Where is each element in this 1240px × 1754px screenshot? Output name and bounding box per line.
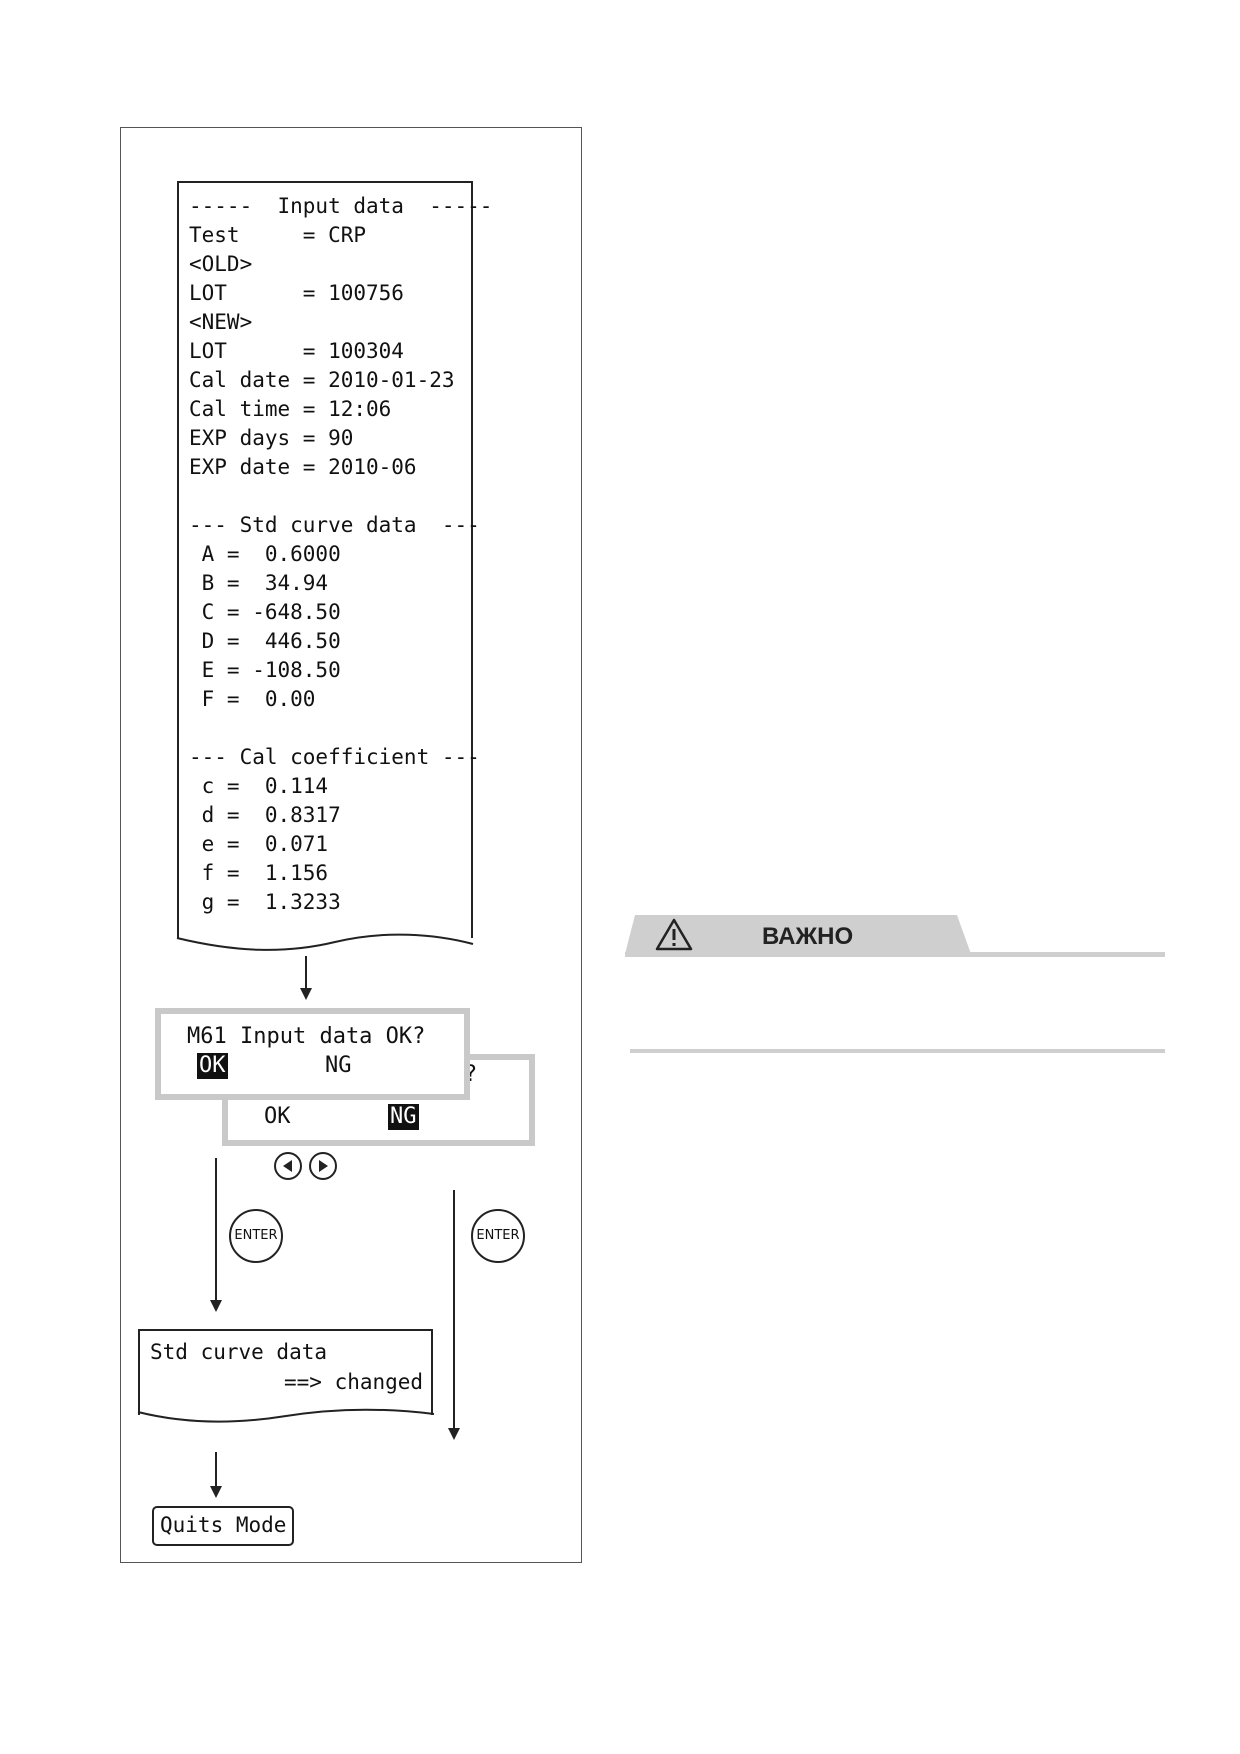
enter-key-icon-left: ENTER — [229, 1209, 283, 1263]
printout-line: <OLD> — [189, 252, 253, 276]
printout-line: Cal date = 2010-01-23 — [189, 368, 455, 392]
printout-paper: ----- Input data ----- Test = CRP <OLD> LOT… — [177, 181, 492, 938]
printout-line: EXP days = 90 — [189, 426, 354, 450]
printout-line: g = 1.3233 — [189, 890, 341, 914]
warning-triangle-icon — [655, 918, 693, 951]
arrow-down-ng-path — [448, 1190, 460, 1440]
printout-line: Cal time = 12:06 — [189, 397, 392, 421]
result-line-2: ==> changed — [284, 1370, 424, 1394]
printout-line: E = -108.50 — [189, 658, 341, 682]
left-arrow-key-icon — [274, 1152, 302, 1180]
arrow-down-quits — [210, 1452, 222, 1498]
arrow-down-ok-path — [210, 1158, 222, 1312]
warning-banner — [625, 915, 1165, 957]
lcd-screen-ok: M61 Input data OK? OK NG — [155, 1008, 470, 1100]
lcd-back-ng-selected: NG — [388, 1104, 419, 1130]
printout-line — [189, 482, 492, 511]
printout-line: --- Cal coefficient --- — [189, 745, 480, 769]
printout-line: LOT = 100304 — [189, 339, 404, 363]
printout-line: B = 34.94 — [189, 571, 329, 595]
result-torn-edge — [137, 1408, 435, 1423]
printout-line: A = 0.6000 — [189, 542, 341, 566]
printout-line: f = 1.156 — [189, 861, 329, 885]
lcd-ng: NG — [325, 1053, 352, 1078]
printout-lines: ----- Input data ----- Test = CRP <OLD> LOT… — [189, 192, 492, 917]
printout-line: EXP date = 2010-06 — [189, 455, 417, 479]
printout-line: Test = CRP — [189, 223, 367, 247]
right-arrow-key-icon — [309, 1152, 337, 1180]
printout-line: C = -648.50 — [189, 600, 341, 624]
printout-line: LOT = 100756 — [189, 281, 404, 305]
quits-mode-label: Quits Mode — [152, 1506, 295, 1546]
lcd-ok-selected: OK — [197, 1053, 228, 1079]
printout-line: e = 0.071 — [189, 832, 329, 856]
result-printout: Std curve data ==> changed — [138, 1329, 433, 1415]
printout-torn-edge — [176, 933, 474, 951]
printout-line: F = 0.00 — [189, 687, 316, 711]
lcd-back-ok: OK — [264, 1104, 291, 1129]
printout-line: --- Std curve data --- — [189, 513, 480, 537]
printout-line: D = 446.50 — [189, 629, 341, 653]
printout-line: d = 0.8317 — [189, 803, 341, 827]
diagram-frame — [120, 127, 582, 1563]
result-line-1: Std curve data — [150, 1340, 328, 1364]
arrow-down-1 — [300, 956, 312, 1000]
warning-section-rule — [630, 1049, 1165, 1053]
warning-label: ВАЖНО — [762, 923, 854, 950]
printout-line: c = 0.114 — [189, 774, 329, 798]
printout-line — [189, 714, 492, 743]
printout-line: <NEW> — [189, 310, 253, 334]
enter-key-icon-right: ENTER — [471, 1209, 525, 1263]
lcd-prompt: M61 Input data OK? — [187, 1024, 426, 1049]
printout-line: ----- Input data ----- — [189, 194, 493, 218]
